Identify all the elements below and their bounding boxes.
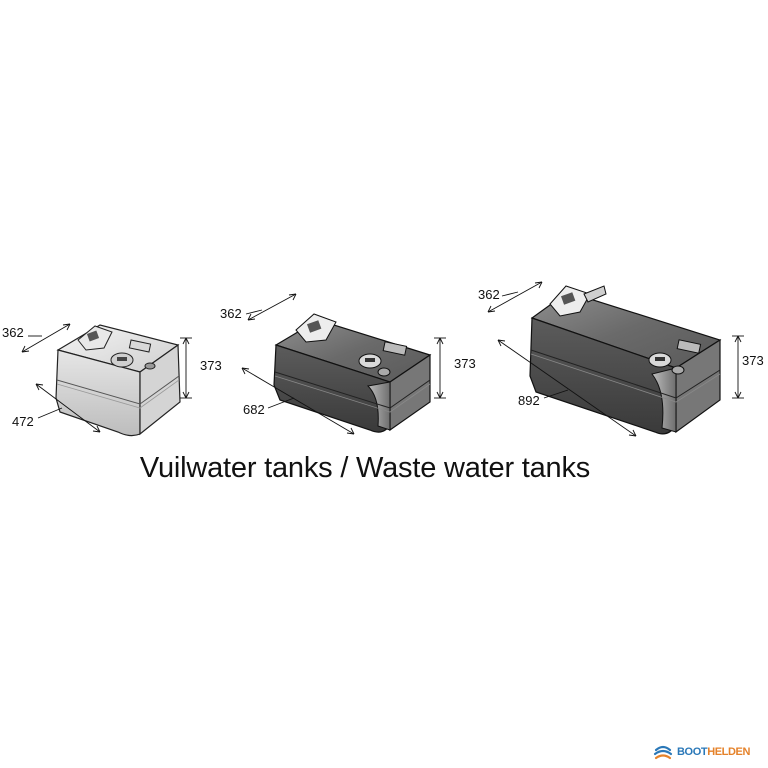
tank-small-length-label: 472 xyxy=(12,414,34,429)
tank-large-height-label: 373 xyxy=(742,353,764,368)
tank-large xyxy=(529,285,722,435)
boat-wave-icon xyxy=(653,745,673,760)
tank-large-width-label: 362 xyxy=(478,287,500,302)
tank-medium-height-label: 373 xyxy=(454,356,476,371)
tank-small-height-label: 373 xyxy=(200,358,222,373)
brand-name-part1: BOOT xyxy=(677,746,708,758)
tank-large-length-label: 892 xyxy=(518,393,540,408)
brand-name-part2: HELDEN xyxy=(707,746,751,758)
tank-small-width-label: 362 xyxy=(2,325,24,340)
tank-medium-width-label: 362 xyxy=(220,306,242,321)
brand-name: BOOTHELDEN xyxy=(677,746,750,758)
caption: Vuilwater tanks / Waste water tanks xyxy=(139,452,591,484)
brand-logo: BOOTHELDEN xyxy=(652,740,750,764)
tank-medium-length-label: 682 xyxy=(243,402,265,417)
tank-small xyxy=(55,324,181,437)
tank-medium xyxy=(273,313,432,433)
